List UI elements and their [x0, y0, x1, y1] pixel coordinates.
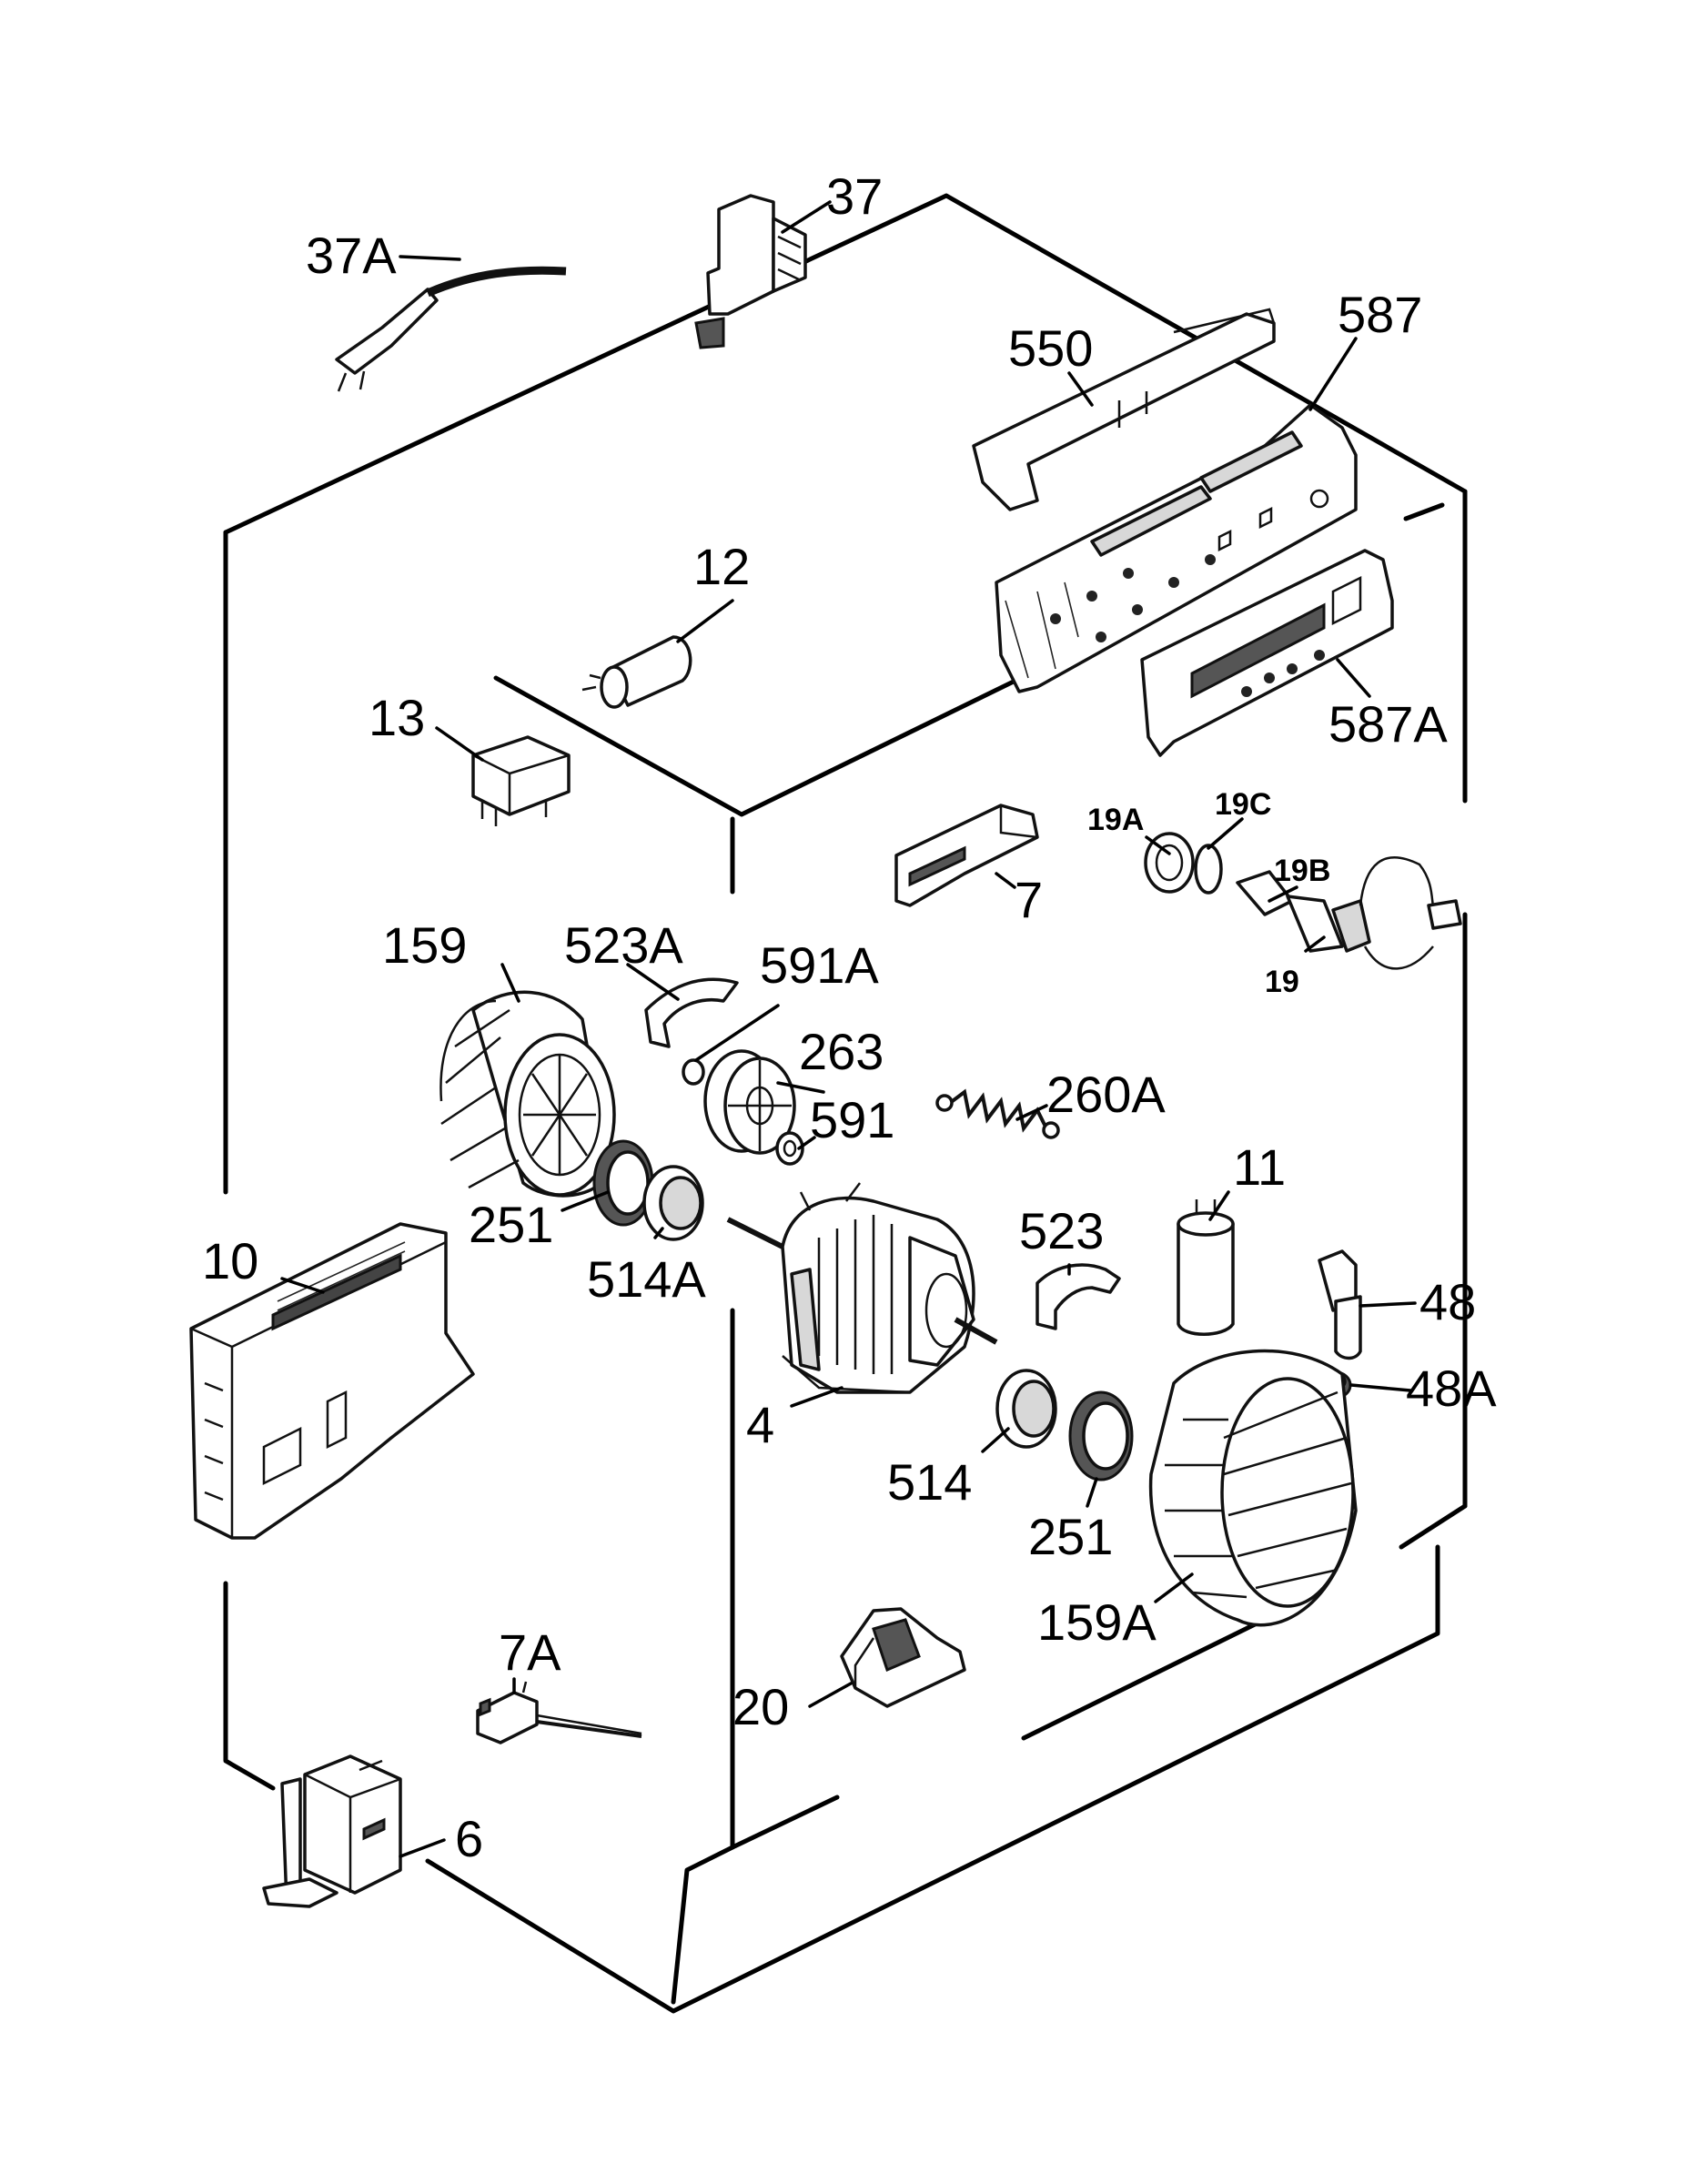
label-251-upper: 251: [469, 1196, 553, 1253]
label-13: 13: [369, 689, 425, 746]
label-523: 523: [1019, 1202, 1104, 1259]
part-523A-bearing-bracket: [644, 977, 739, 1048]
label-48A: 48A: [1406, 1360, 1497, 1417]
part-514-bearing: [995, 1369, 1057, 1449]
part-7-switch: [894, 804, 1039, 907]
label-20: 20: [732, 1678, 789, 1735]
label-37: 37: [826, 167, 883, 225]
part-7A-microswitch: [476, 1681, 642, 1744]
part-591A-clip: [682, 1058, 705, 1086]
label-159A: 159A: [1037, 1593, 1157, 1651]
part-251-seal-lower: [1068, 1390, 1134, 1481]
label-11: 11: [1233, 1138, 1286, 1196]
part-19-lamp-assembly: [1144, 832, 1462, 970]
label-514A: 514A: [587, 1250, 706, 1308]
label-591A: 591A: [760, 936, 879, 994]
part-12-capacitor: [581, 635, 692, 709]
label-587: 587: [1338, 286, 1422, 343]
part-251-seal-upper: [592, 1139, 654, 1227]
part-591-washer: [775, 1131, 804, 1166]
label-37A: 37A: [306, 227, 397, 284]
label-19B: 19B: [1274, 854, 1330, 888]
label-550: 550: [1008, 319, 1093, 377]
label-523A: 523A: [564, 916, 683, 974]
part-4-motor: [726, 1182, 998, 1394]
part-37A-power-cord: [335, 266, 567, 392]
label-4: 4: [746, 1396, 774, 1453]
part-260A-spring: [935, 1088, 1060, 1139]
label-514: 514: [887, 1453, 972, 1511]
part-13-relay: [471, 735, 571, 826]
label-263: 263: [799, 1023, 884, 1080]
part-514A-bearing: [642, 1165, 704, 1241]
part-6-door-lock: [262, 1754, 402, 1908]
part-11-capacitor: [1177, 1199, 1235, 1336]
label-12: 12: [693, 538, 750, 595]
label-10: 10: [202, 1232, 258, 1289]
part-number-labels: 37 37A 550 587 587A 12 13 7 19A 19C 19B …: [202, 167, 1497, 1867]
label-19C: 19C: [1215, 787, 1271, 822]
cabinet-outline: [223, 193, 1468, 2014]
label-48: 48: [1419, 1273, 1476, 1330]
label-7A: 7A: [499, 1623, 561, 1681]
part-159A-blower-wheel: [1148, 1349, 1358, 1627]
label-587A: 587A: [1328, 695, 1448, 753]
leader-lines: [280, 200, 1417, 1858]
part-20-switch-bracket: [840, 1607, 966, 1708]
label-6: 6: [455, 1810, 483, 1867]
part-587-control-board: [995, 403, 1358, 693]
label-260A: 260A: [1046, 1066, 1166, 1123]
label-251-lower: 251: [1028, 1508, 1113, 1565]
part-587A-display-board: [1140, 549, 1394, 757]
label-591: 591: [810, 1091, 894, 1148]
label-7: 7: [1015, 871, 1043, 928]
part-523-bearing-bracket: [1035, 1263, 1121, 1330]
part-550-cover-rail: [972, 308, 1276, 511]
label-19A: 19A: [1087, 803, 1144, 837]
part-48-sensor: [1318, 1249, 1362, 1360]
label-159: 159: [382, 916, 467, 974]
part-10-heater: [189, 1222, 475, 1540]
part-37-connector-block: [694, 194, 807, 349]
part-159-drum-fan: [439, 990, 616, 1198]
label-19: 19: [1265, 965, 1299, 999]
